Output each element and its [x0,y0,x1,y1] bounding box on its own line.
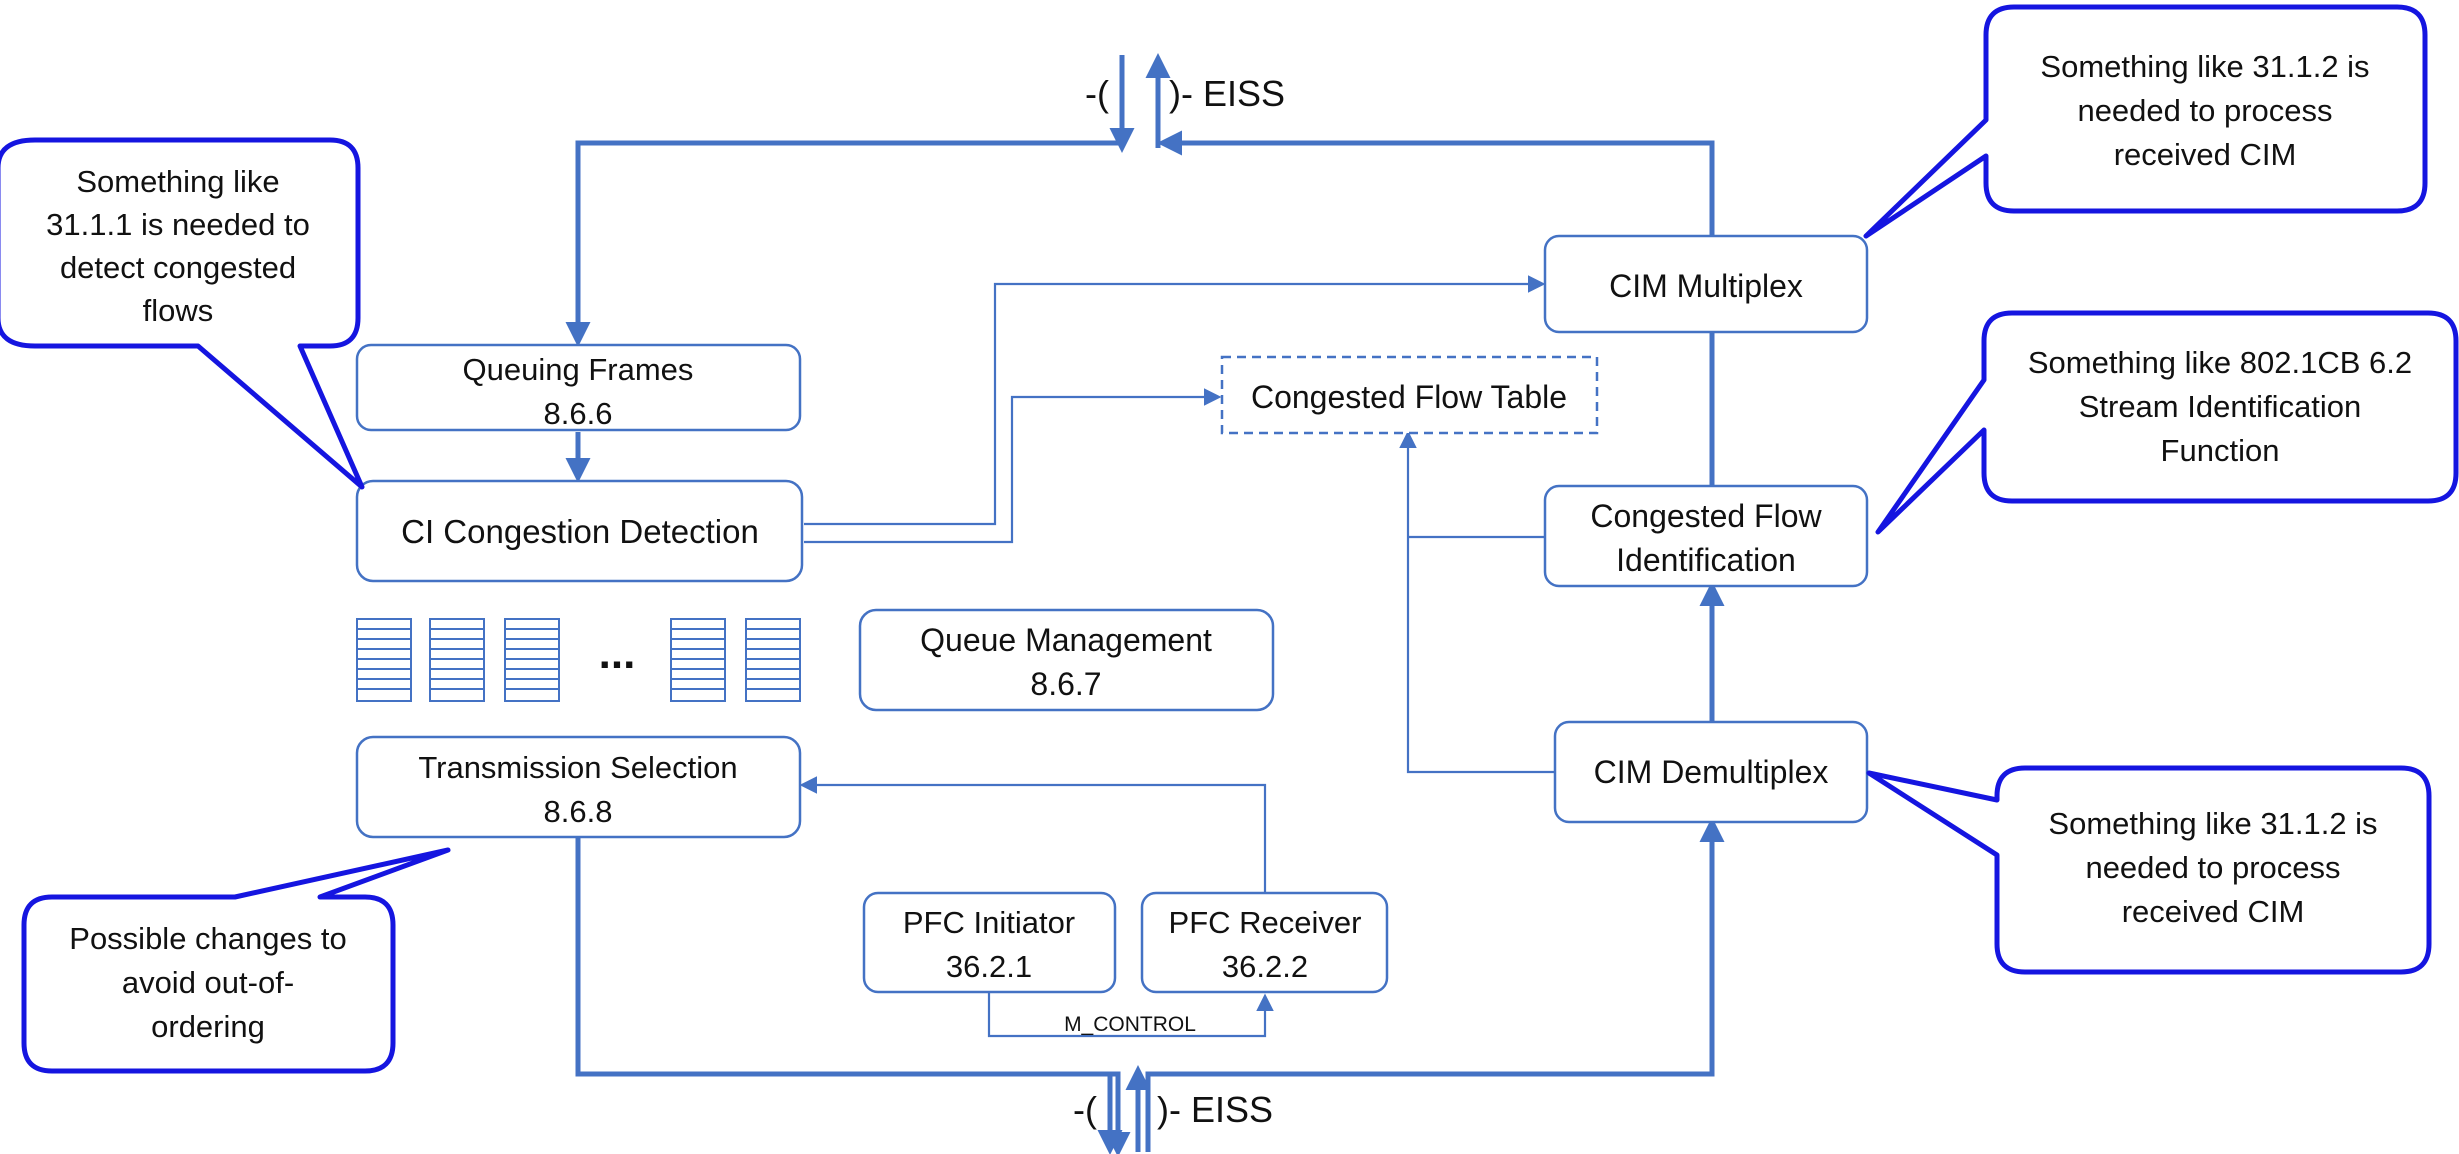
connectors-thin [799,275,1555,1038]
cim-demultiplex-title: CIM Demultiplex [1594,754,1829,790]
eiss-to-queuing-frames-line [565,140,1122,347]
pfc-receiver-to-transmission-line [799,776,1267,917]
queue-management-title: Queue Management [920,622,1212,658]
pfc-receiver-title: PFC Receiver [1169,905,1362,940]
callout-detect-congested-line2: 31.1.1 is needed to [46,207,310,242]
transmission-selection-title: Transmission Selection [418,750,737,785]
cim-multiplex-title: CIM Multiplex [1609,268,1803,304]
callout-stream-identification-line2: Stream Identification [2079,389,2362,424]
queue-buffers [356,618,801,702]
callout-process-cim-bottom-line3: received CIM [2122,894,2305,929]
eiss-bottom-label: -( )- EISS [1073,1089,1273,1130]
callout-detect-congested-line3: detect congested [60,250,296,285]
pfc-initiator-box: PFC Initiator 36.2.1 [862,891,1117,994]
callout-out-of-ordering-line3: ordering [151,1009,265,1044]
queue-icon [504,618,560,702]
callout-process-cim-top-line2: needed to process [2077,93,2332,128]
pfc-initiator-clause: 36.2.1 [946,949,1032,984]
callout-detect-congested-line1: Something like [76,164,279,199]
queuing-frames-box: Queuing Frames 8.6.6 [355,343,802,432]
queue-management-clause: 8.6.7 [1030,666,1101,702]
callout-detect-congested: Something like 31.1.1 is needed to detec… [0,137,365,490]
queue-icon [670,618,726,702]
cim-multiplex-to-eiss-line [1157,130,1715,236]
callout-process-cim-top-line3: received CIM [2114,137,2297,172]
queuing-frames-title: Queuing Frames [463,352,694,387]
transmission-selection-clause: 8.6.8 [544,794,613,829]
eiss-top-label: -( )- EISS [1085,73,1285,114]
queue-management-box: Queue Management 8.6.7 [858,608,1275,712]
callout-out-of-ordering-line2: avoid out-of- [122,965,294,1000]
congested-flow-table-box: Congested Flow Table [1220,355,1599,435]
pfc-receiver-box: PFC Receiver 36.2.2 [1140,891,1389,994]
detection-to-flow-table-line [804,388,1222,544]
callout-out-of-ordering: Possible changes to avoid out-of- orderi… [21,847,451,1074]
pfc-initiator-title: PFC Initiator [903,905,1075,940]
callout-detect-congested-line4: flows [143,293,214,328]
queuing-frames-clause: 8.6.6 [544,396,613,431]
queue-icon [356,618,412,702]
callout-process-cim-top-line1: Something like 31.1.2 is [2040,49,2369,84]
transmission-to-eiss-line [575,838,1131,1154]
callout-stream-identification-line3: Function [2161,433,2280,468]
connectors-thick [565,53,1725,1154]
transmission-selection-box: Transmission Selection 8.6.8 [355,735,802,839]
callout-process-cim-bottom: Something like 31.1.2 is needed to proce… [1866,765,2432,975]
queue-ellipsis: ... [599,629,636,678]
ci-congestion-detection-box: CI Congestion Detection [355,479,804,583]
congested-flow-identification-line2: Identification [1616,542,1796,578]
congested-flow-identification-box: Congested Flow Identification [1543,484,1869,588]
congested-flow-table-title: Congested Flow Table [1251,379,1567,415]
queue-icon [429,618,485,702]
pfc-initiator-to-receiver-m-control-line [987,992,1274,1038]
callout-process-cim-bottom-line1: Something like 31.1.2 is [2048,806,2377,841]
demultiplex-to-flow-table-line [1399,430,1555,774]
callout-stream-identification-line1: Something like 802.1CB 6.2 [2028,345,2412,380]
cim-demultiplex-box: CIM Demultiplex [1553,720,1869,824]
congested-flow-identification-line1: Congested Flow [1590,498,1822,534]
m-control-label: M_CONTROL [1064,1013,1196,1036]
cim-multiplex-box: CIM Multiplex [1543,234,1869,334]
callout-process-cim-top: Something like 31.1.2 is needed to proce… [1863,4,2428,239]
callout-out-of-ordering-line1: Possible changes to [69,921,346,956]
callout-process-cim-bottom-line2: needed to process [2085,850,2340,885]
ci-congestion-detection-title: CI Congestion Detection [401,513,759,550]
eiss-to-demultiplex-line [1145,817,1725,1152]
pfc-receiver-clause: 36.2.2 [1222,949,1308,984]
detection-to-cim-multiplex-line [804,275,1546,526]
callout-stream-identification: Something like 802.1CB 6.2 Stream Identi… [1875,310,2459,535]
queue-icon [745,618,801,702]
